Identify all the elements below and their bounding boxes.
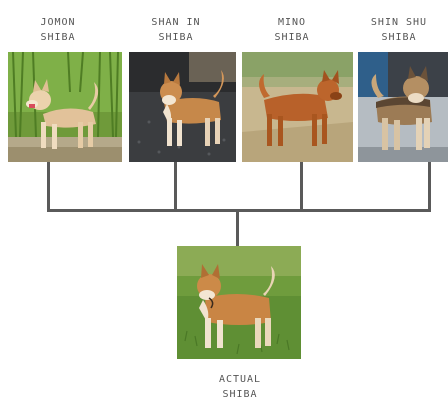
shan-in-shiba-photo (129, 52, 236, 162)
connector-shan-in-drop (174, 162, 177, 212)
label-actual-shiba: ACTUAL SHIBA (218, 374, 262, 400)
connector-to-actual (236, 209, 239, 246)
connector-shin-shu-drop (428, 162, 431, 212)
shin-shu-shiba-photo (358, 52, 448, 162)
mino-shiba-photo (242, 52, 353, 162)
connector-jomon-drop (47, 162, 50, 212)
connector-horizontal-bar (47, 209, 431, 212)
label-jomon-shiba: JOMON SHIBA (40, 17, 76, 43)
label-shan-in-shiba: SHAN IN SHIBA (151, 17, 201, 43)
label-mino-shiba: MINO SHIBA (274, 17, 310, 43)
actual-shiba-photo (177, 246, 301, 359)
jomon-shiba-photo (8, 52, 122, 162)
label-shin-shu-shiba: SHIN SHU SHIBA (370, 17, 428, 43)
connector-mino-drop (300, 162, 303, 212)
